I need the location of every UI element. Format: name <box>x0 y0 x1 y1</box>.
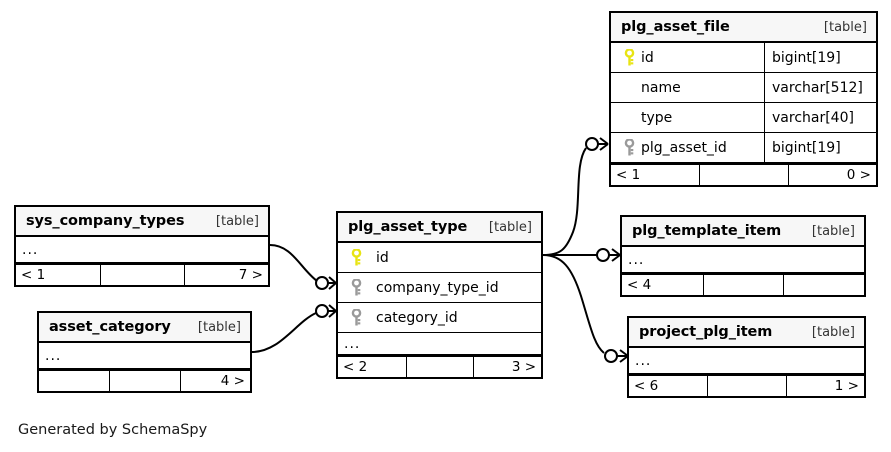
foreign-key-icon <box>346 308 366 327</box>
foreign-key-icon <box>619 138 639 157</box>
table-row-more[interactable]: ... <box>338 333 541 355</box>
table-header: plg_template_item [table] <box>622 217 864 247</box>
column-name: company_type_id <box>376 279 499 296</box>
table-tag: [table] <box>488 219 532 235</box>
table-row[interactable]: plg_asset_id bigint[19] <box>611 133 876 163</box>
table-name: project_plg_item <box>639 324 773 340</box>
more-columns-ellipsis: ... <box>635 352 652 369</box>
footer-middle <box>702 275 784 295</box>
table-sys-company-types[interactable]: sys_company_types [table] ... < 1 7 > <box>14 205 270 287</box>
edge-plg-asset-type-to-project-plg-item <box>542 254 629 363</box>
column-name: type <box>641 109 673 126</box>
table-row[interactable]: category_id <box>338 303 541 333</box>
footer-child-count: 0 > <box>787 165 876 185</box>
table-name: plg_template_item <box>632 223 782 239</box>
table-row-more[interactable]: ... <box>16 237 268 263</box>
table-plg-template-item[interactable]: plg_template_item [table] ... < 4 <box>620 215 866 297</box>
column-type: varchar[512] <box>764 73 876 102</box>
table-plg-asset-type[interactable]: plg_asset_type [table] id <box>336 211 543 379</box>
column-name-cell: id <box>338 243 541 272</box>
column-name-cell: company_type_id <box>338 273 541 302</box>
edge-plg-asset-type-to-plg-asset-file <box>542 137 609 256</box>
footer-middle <box>100 265 184 285</box>
column-name: category_id <box>376 309 458 326</box>
table-name: plg_asset_file <box>621 19 730 35</box>
table-tag: [table] <box>811 324 855 340</box>
primary-key-icon <box>619 48 639 67</box>
edge-plg-asset-type-to-plg-template-item <box>543 248 621 262</box>
primary-key-icon <box>346 248 366 267</box>
column-name: name <box>641 79 681 96</box>
table-header: project_plg_item [table] <box>629 318 864 348</box>
table-project-plg-item[interactable]: project_plg_item [table] ... < 6 1 > <box>627 316 866 398</box>
more-columns-ellipsis: ... <box>628 251 645 268</box>
edge-asset-category-to-plg-asset-type <box>251 304 337 353</box>
footer-parent-count: < 4 <box>627 277 652 293</box>
footer-child-count: 7 > <box>184 265 268 285</box>
table-tag: [table] <box>823 19 867 35</box>
table-tag: [table] <box>215 213 259 229</box>
table-name: asset_category <box>49 319 171 335</box>
table-header: asset_category [table] <box>39 313 250 343</box>
table-tag: [table] <box>811 223 855 239</box>
table-row[interactable]: id <box>338 243 541 273</box>
footer-middle <box>405 357 474 377</box>
table-name: plg_asset_type <box>348 219 468 235</box>
column-name: id <box>641 49 654 66</box>
footer-middle <box>707 376 785 396</box>
column-name-cell: name <box>611 73 764 102</box>
table-footer: < 2 3 > <box>338 355 541 377</box>
table-row[interactable]: name varchar[512] <box>611 73 876 103</box>
footer-parent-count: < 2 <box>343 359 368 375</box>
table-row[interactable]: type varchar[40] <box>611 103 876 133</box>
table-plg-asset-file[interactable]: plg_asset_file [table] id bigint[19] <box>609 11 878 187</box>
table-footer: < 1 0 > <box>611 163 876 185</box>
footer-parent-count: < 1 <box>616 167 641 183</box>
foreign-key-icon <box>346 278 366 297</box>
table-row-more[interactable]: ... <box>629 348 864 374</box>
column-type: bigint[19] <box>764 43 876 72</box>
column-type: varchar[40] <box>764 103 876 132</box>
generator-credit: Generated by SchemaSpy <box>18 422 208 438</box>
table-row-more[interactable]: ... <box>622 247 864 273</box>
table-row[interactable]: company_type_id <box>338 273 541 303</box>
footer-child-count: 3 > <box>473 357 541 377</box>
table-row-more[interactable]: ... <box>39 343 250 369</box>
footer-child-count: 4 > <box>179 371 250 391</box>
more-columns-ellipsis: ... <box>45 347 62 364</box>
table-tag: [table] <box>197 319 241 335</box>
footer-parent-count: < 6 <box>634 378 659 394</box>
table-footer: < 4 <box>622 273 864 295</box>
table-footer: 4 > <box>39 369 250 391</box>
column-name: id <box>376 249 389 266</box>
footer-child-count: 1 > <box>785 376 864 396</box>
footer-child-count <box>783 275 864 295</box>
column-name-cell: category_id <box>338 303 541 332</box>
table-row[interactable]: id bigint[19] <box>611 43 876 73</box>
table-footer: < 6 1 > <box>629 374 864 396</box>
edge-sys-company-types-to-plg-asset-type <box>269 244 337 290</box>
table-name: sys_company_types <box>26 213 185 229</box>
footer-middle <box>109 371 179 391</box>
more-columns-ellipsis: ... <box>344 335 361 352</box>
column-type: bigint[19] <box>764 133 876 162</box>
column-name-cell: id <box>611 43 764 72</box>
column-name-cell: type <box>611 103 764 132</box>
table-header: plg_asset_file [table] <box>611 13 876 43</box>
table-header: plg_asset_type [table] <box>338 213 541 243</box>
table-asset-category[interactable]: asset_category [table] ... 4 > <box>37 311 252 393</box>
table-header: sys_company_types [table] <box>16 207 268 237</box>
more-columns-ellipsis: ... <box>22 241 39 258</box>
column-name-cell: plg_asset_id <box>611 133 764 162</box>
table-footer: < 1 7 > <box>16 263 268 285</box>
footer-parent-count: < 1 <box>21 267 46 283</box>
footer-middle <box>699 165 787 185</box>
column-name: plg_asset_id <box>641 139 727 156</box>
footer-parent-count <box>39 371 109 391</box>
